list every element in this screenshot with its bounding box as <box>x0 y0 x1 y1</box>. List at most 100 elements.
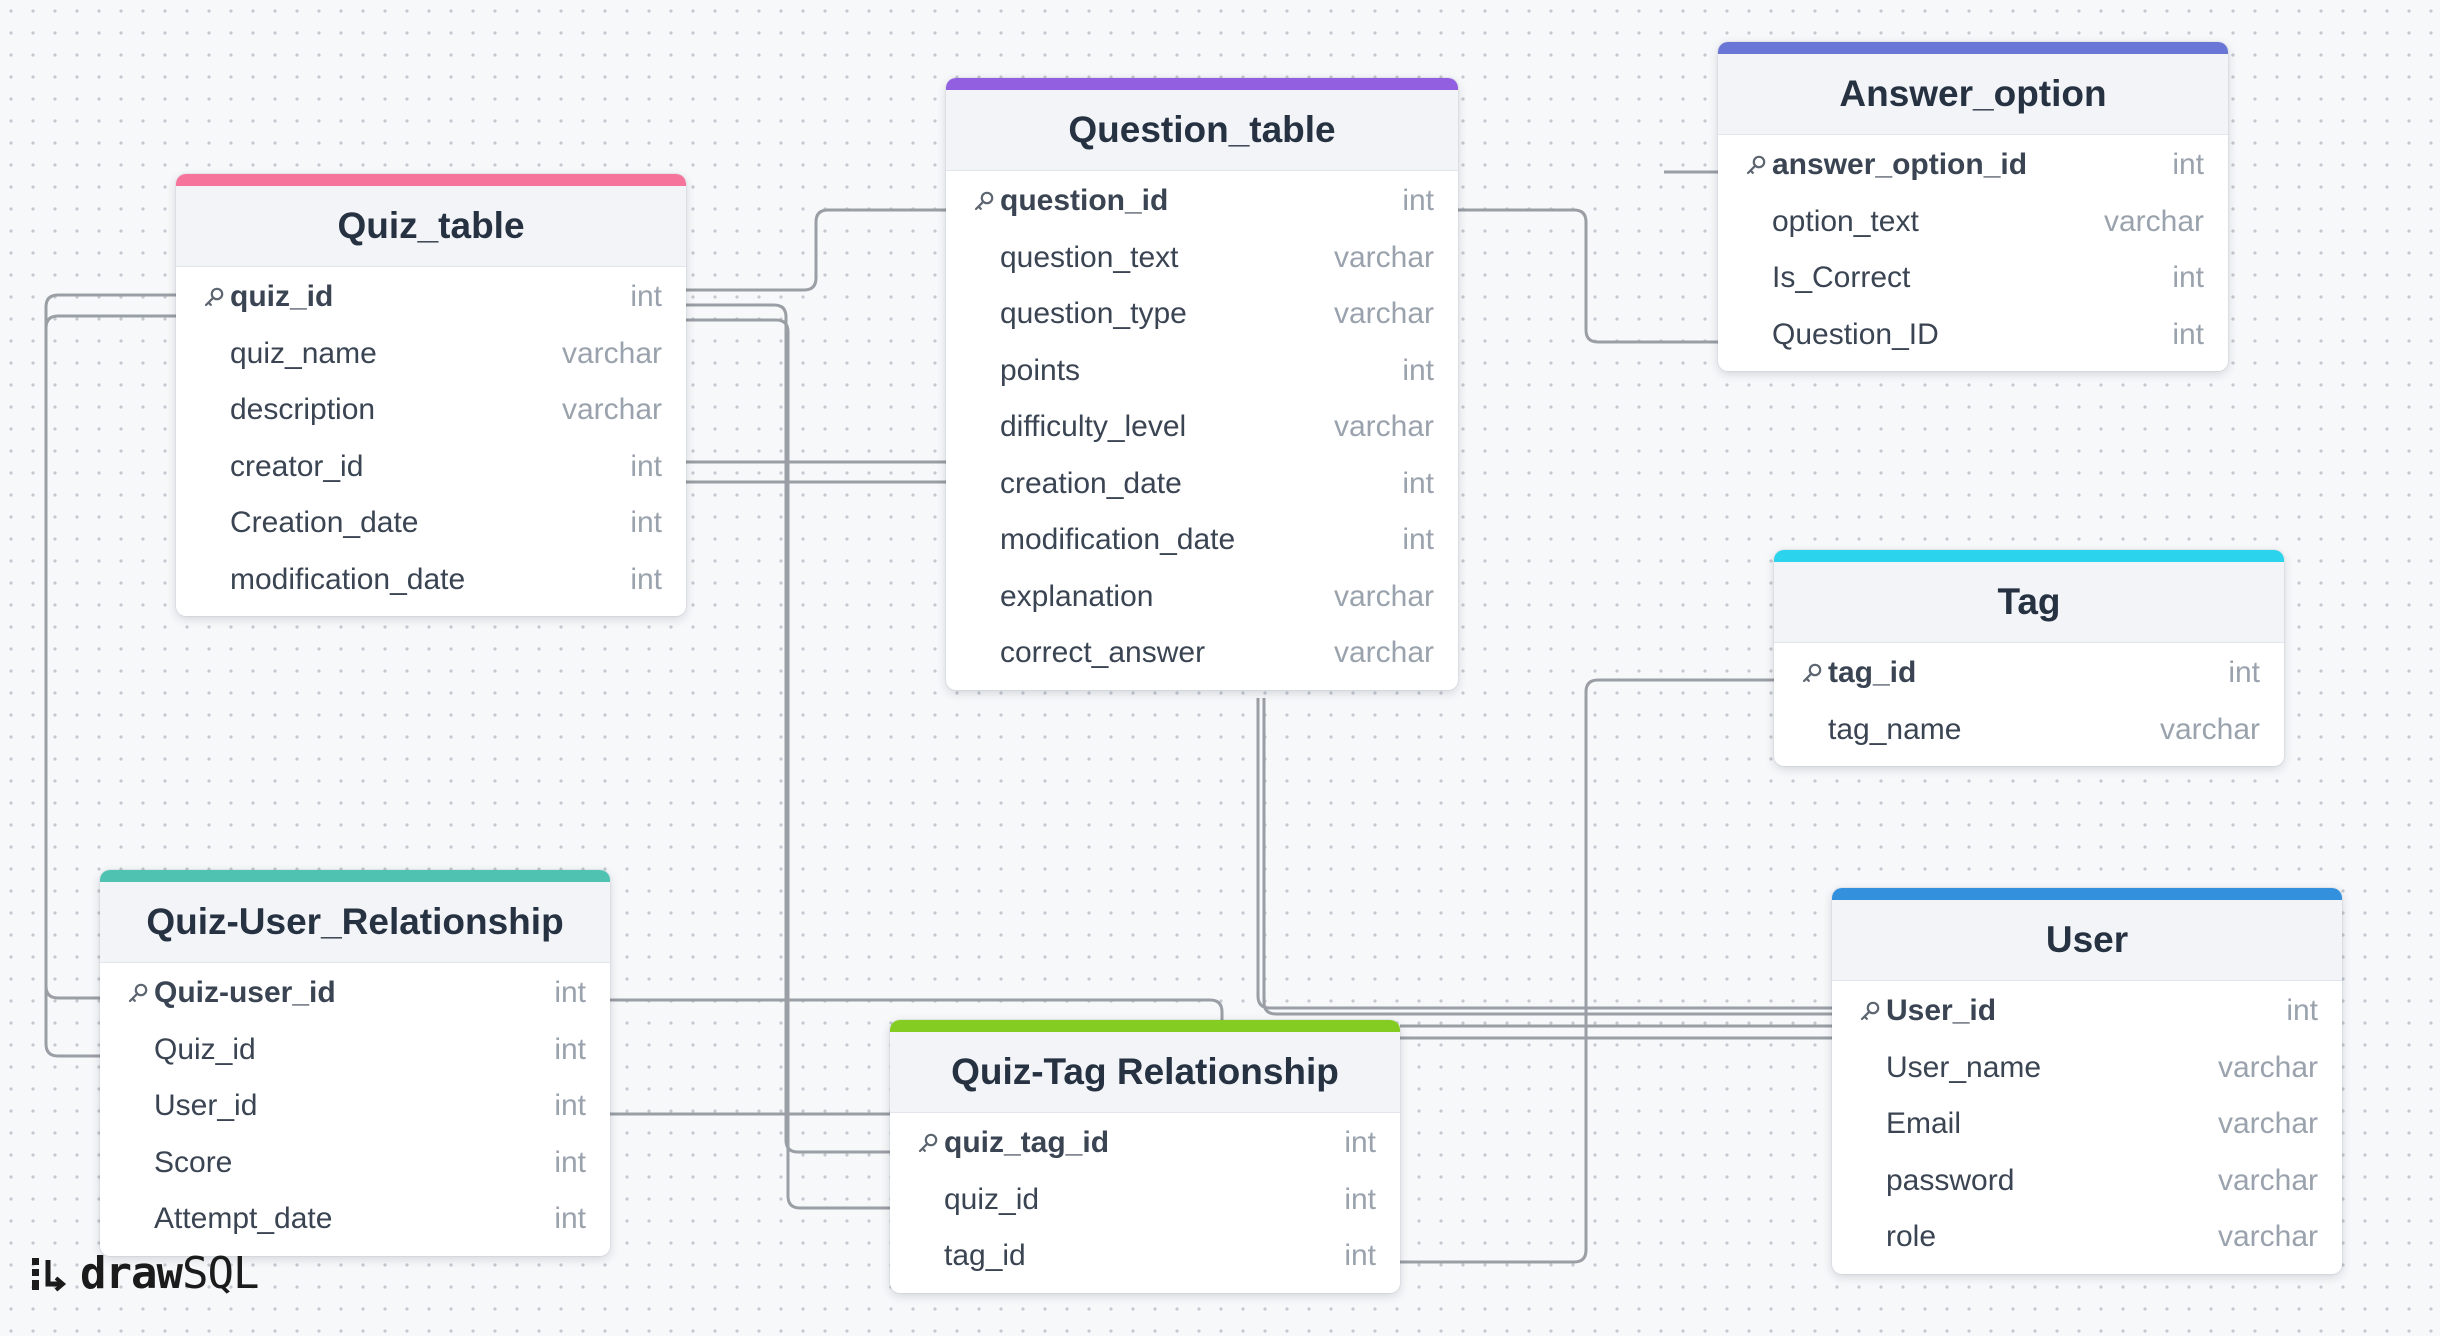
column-name: points <box>1000 353 1081 387</box>
column-type: varchar <box>1333 410 1434 444</box>
column-name: Attempt_date <box>154 1202 333 1236</box>
table-title[interactable]: Answer_option <box>1718 54 2228 135</box>
column-row[interactable]: quiz_tag_id int <box>890 1115 1400 1172</box>
column-type: int <box>554 976 586 1010</box>
column-row[interactable]: Quiz-user_id int <box>100 965 610 1022</box>
table-color-bar <box>946 78 1458 90</box>
column-type: varchar <box>1333 240 1434 274</box>
column-type: int <box>630 280 662 314</box>
table-color-bar <box>100 870 610 882</box>
column-type: int <box>554 1202 586 1236</box>
column-name: User_id <box>154 1089 258 1123</box>
column-row[interactable]: modification_date int <box>176 552 686 609</box>
column-type: varchar <box>2103 204 2204 238</box>
column-name: creator_id <box>230 449 364 483</box>
column-name: Quiz_id <box>154 1032 256 1066</box>
column-name: question_type <box>1000 297 1187 331</box>
column-name: creation_date <box>1000 466 1182 500</box>
drawsql-logo[interactable]: drawSQL <box>30 1248 259 1299</box>
column-name: difficulty_level <box>1000 410 1187 444</box>
table-title[interactable]: Quiz-User_Relationship <box>100 882 610 963</box>
column-row[interactable]: difficulty_level varchar <box>946 399 1458 456</box>
table-title[interactable]: Tag <box>1774 562 2284 643</box>
column-name: User_id <box>1886 994 1997 1028</box>
column-name: tag_id <box>944 1239 1026 1273</box>
column-name: quiz_id <box>230 280 334 314</box>
column-name: password <box>1886 1163 2015 1197</box>
column-name: tag_id <box>1828 656 1917 690</box>
relation-line <box>1262 698 1832 1016</box>
column-name: Creation_date <box>230 506 419 540</box>
column-row[interactable]: creator_id int <box>176 439 686 496</box>
column-name: Quiz-user_id <box>154 976 336 1010</box>
column-row[interactable]: Score int <box>100 1135 610 1192</box>
table-color-bar <box>176 174 686 186</box>
primary-key-icon <box>914 1129 942 1157</box>
column-name: Score <box>154 1145 233 1179</box>
column-row[interactable]: Attempt_date int <box>100 1191 610 1248</box>
table-title[interactable]: Question_table <box>946 90 1458 171</box>
column-row[interactable]: Creation_date int <box>176 495 686 552</box>
relation-line <box>686 303 890 1154</box>
column-name: User_name <box>1886 1050 2042 1084</box>
column-type: varchar <box>1333 636 1434 670</box>
primary-key-icon <box>200 283 228 311</box>
column-name: tag_name <box>1828 712 1962 746</box>
column-type: int <box>1402 353 1434 387</box>
column-type: int <box>2286 994 2318 1028</box>
column-row[interactable]: Quiz_id int <box>100 1022 610 1079</box>
table-title[interactable]: Quiz-Tag Relationship <box>890 1032 1400 1113</box>
column-type: int <box>630 506 662 540</box>
column-name: modification_date <box>230 562 466 596</box>
column-name: explanation <box>1000 579 1154 613</box>
column-type: int <box>554 1032 586 1066</box>
column-name: modification_date <box>1000 523 1236 557</box>
column-name: quiz_tag_id <box>944 1126 1110 1160</box>
column-type: int <box>1344 1126 1376 1160</box>
column-type: int <box>630 562 662 596</box>
column-type: int <box>1344 1182 1376 1216</box>
relation-line <box>610 998 1224 1020</box>
column-type: int <box>554 1145 586 1179</box>
column-name: description <box>230 393 376 427</box>
table-title[interactable]: User <box>1832 900 2342 981</box>
column-type: int <box>2172 261 2204 295</box>
column-row[interactable]: points int <box>946 343 1458 400</box>
drawsql-logo-icon <box>32 1257 67 1292</box>
table-title[interactable]: Quiz_table <box>176 186 686 267</box>
column-row[interactable]: User_id int <box>1832 983 2342 1040</box>
column-type: int <box>630 449 662 483</box>
column-name: answer_option_id <box>1772 148 2028 182</box>
column-row[interactable]: quiz_id int <box>176 269 686 326</box>
